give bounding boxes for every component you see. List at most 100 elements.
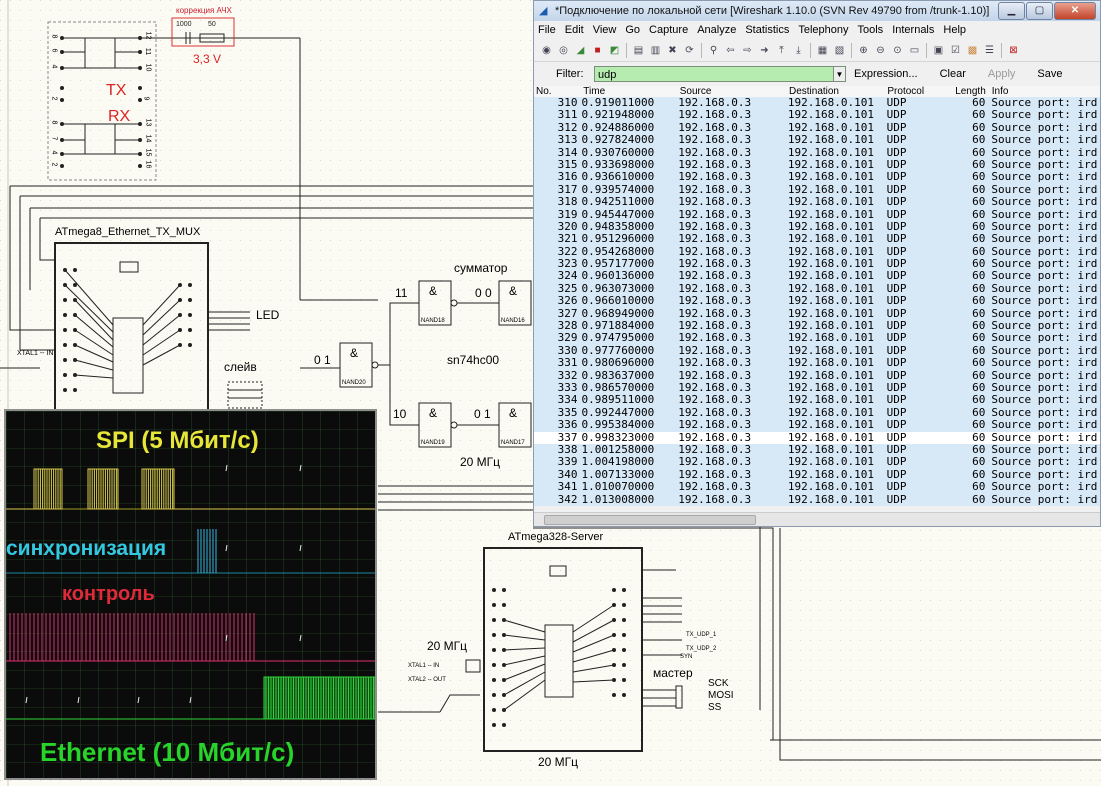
capture-filters-icon[interactable]: ▣	[932, 44, 945, 57]
options-icon[interactable]: ◎	[557, 44, 570, 57]
scrollbar-thumb[interactable]	[544, 515, 756, 525]
filter-dropdown-icon[interactable]: ▼	[834, 66, 846, 82]
table-row[interactable]: 3411.010070000192.168.0.3192.168.0.101UD…	[534, 481, 1100, 493]
mcu1-title: ATmega8_Ethernet_TX_MUX	[55, 226, 200, 238]
table-row[interactable]: 3370.998323000192.168.0.3192.168.0.101UD…	[534, 432, 1100, 444]
start-capture-icon[interactable]: ◢	[574, 44, 587, 57]
packet-time: 0.980696000	[577, 357, 676, 369]
close-button[interactable]: ✕	[1054, 2, 1096, 20]
packet-time: 0.957177000	[577, 258, 676, 270]
packet-source: 192.168.0.3	[676, 444, 786, 456]
table-row[interactable]: 3300.977760000192.168.0.3192.168.0.101UD…	[534, 345, 1100, 357]
table-row[interactable]: 3250.963073000192.168.0.3192.168.0.101UD…	[534, 283, 1100, 295]
display-filters-icon[interactable]: ☑	[949, 44, 962, 57]
go-to-packet-icon[interactable]: ➜	[758, 44, 771, 57]
find-packet-icon[interactable]: ⚲	[707, 44, 720, 57]
save-button[interactable]: Save	[1037, 68, 1062, 80]
table-row[interactable]: 3391.004198000192.168.0.3192.168.0.101UD…	[534, 456, 1100, 468]
table-row[interactable]: 3381.001258000192.168.0.3192.168.0.101UD…	[534, 444, 1100, 456]
table-row[interactable]: 3100.919011000192.168.0.3192.168.0.101UD…	[534, 97, 1100, 109]
packet-no: 319	[534, 209, 577, 221]
stop-capture-icon[interactable]: ■	[591, 44, 604, 57]
table-row[interactable]: 3220.954268000192.168.0.3192.168.0.101UD…	[534, 246, 1100, 258]
apply-button[interactable]: Apply	[988, 68, 1016, 80]
table-row[interactable]: 3160.936610000192.168.0.3192.168.0.101UD…	[534, 171, 1100, 183]
interfaces-icon[interactable]: ◉	[540, 44, 553, 57]
close-file-icon[interactable]: ✖	[666, 44, 679, 57]
zoom-in-icon[interactable]: ⊕	[857, 44, 870, 57]
packet-destination: 192.168.0.101	[786, 258, 885, 270]
table-row[interactable]: 3180.942511000192.168.0.3192.168.0.101UD…	[534, 196, 1100, 208]
table-row[interactable]: 3260.966010000192.168.0.3192.168.0.101UD…	[534, 295, 1100, 307]
menu-statistics[interactable]: Statistics	[745, 24, 789, 36]
menu-file[interactable]: File	[538, 24, 556, 36]
maximize-button[interactable]: ▢	[1026, 2, 1053, 20]
table-row[interactable]: 3120.924886000192.168.0.3192.168.0.101UD…	[534, 122, 1100, 134]
table-row[interactable]: 3130.927824000192.168.0.3192.168.0.101UD…	[534, 134, 1100, 146]
zoom-out-icon[interactable]: ⊖	[874, 44, 887, 57]
table-row[interactable]: 3280.971884000192.168.0.3192.168.0.101UD…	[534, 320, 1100, 332]
table-row[interactable]: 3340.989511000192.168.0.3192.168.0.101UD…	[534, 394, 1100, 406]
packet-time: 0.998323000	[577, 432, 676, 444]
table-row[interactable]: 3290.974795000192.168.0.3192.168.0.101UD…	[534, 332, 1100, 344]
zoom-normal-icon[interactable]: ⊙	[891, 44, 904, 57]
packet-source: 192.168.0.3	[676, 357, 786, 369]
menu-telephony[interactable]: Telephony	[798, 24, 848, 36]
menu-internals[interactable]: Internals	[892, 24, 934, 36]
table-row[interactable]: 3320.983637000192.168.0.3192.168.0.101UD…	[534, 370, 1100, 382]
table-row[interactable]: 3230.957177000192.168.0.3192.168.0.101UD…	[534, 258, 1100, 270]
table-row[interactable]: 3270.968949000192.168.0.3192.168.0.101UD…	[534, 308, 1100, 320]
packet-no: 316	[534, 171, 577, 183]
title-bar[interactable]: ◢ *Подключение по локальной сети [Wiresh…	[534, 1, 1100, 21]
packet-info: Source port: ird	[985, 481, 1100, 493]
packet-no: 335	[534, 407, 577, 419]
table-row[interactable]: 3170.939574000192.168.0.3192.168.0.101UD…	[534, 184, 1100, 196]
menu-go[interactable]: Go	[625, 24, 640, 36]
packet-protocol: UDP	[885, 196, 946, 208]
filter-input[interactable]: udp	[594, 66, 834, 82]
open-file-icon[interactable]: ▤	[632, 44, 645, 57]
preferences-icon[interactable]: ☰	[983, 44, 996, 57]
menu-tools[interactable]: Tools	[858, 24, 884, 36]
go-back-icon[interactable]: ⇦	[724, 44, 737, 57]
table-row[interactable]: 3310.980696000192.168.0.3192.168.0.101UD…	[534, 357, 1100, 369]
wireshark-window[interactable]: ◢ *Подключение по локальной сети [Wiresh…	[533, 0, 1101, 527]
table-row[interactable]: 3200.948358000192.168.0.3192.168.0.101UD…	[534, 221, 1100, 233]
clear-button[interactable]: Clear	[940, 68, 966, 80]
table-row[interactable]: 3110.921948000192.168.0.3192.168.0.101UD…	[534, 109, 1100, 121]
menu-capture[interactable]: Capture	[649, 24, 688, 36]
table-row[interactable]: 3150.933698000192.168.0.3192.168.0.101UD…	[534, 159, 1100, 171]
table-row[interactable]: 3421.013008000192.168.0.3192.168.0.101UD…	[534, 494, 1100, 506]
help-icon[interactable]: ⊠	[1007, 44, 1020, 57]
resize-columns-icon[interactable]: ▭	[908, 44, 921, 57]
go-forward-icon[interactable]: ⇨	[741, 44, 754, 57]
go-last-icon[interactable]: ⤓	[792, 44, 805, 57]
menu-edit[interactable]: Edit	[565, 24, 584, 36]
go-first-icon[interactable]: ⤒	[775, 44, 788, 57]
packet-protocol: UDP	[885, 184, 946, 196]
horizontal-scrollbar[interactable]	[534, 512, 1100, 526]
table-row[interactable]: 3350.992447000192.168.0.3192.168.0.101UD…	[534, 407, 1100, 419]
table-row[interactable]: 3140.930760000192.168.0.3192.168.0.101UD…	[534, 147, 1100, 159]
save-file-icon[interactable]: ▥	[649, 44, 662, 57]
expression-button[interactable]: Expression...	[854, 68, 918, 80]
packet-info: Source port: ird	[985, 295, 1100, 307]
table-row[interactable]: 3190.945447000192.168.0.3192.168.0.101UD…	[534, 209, 1100, 221]
menu-help[interactable]: Help	[943, 24, 966, 36]
coloring-rules-icon[interactable]: ▩	[966, 44, 979, 57]
packet-info: Source port: ird	[985, 444, 1100, 456]
packet-info: Source port: ird	[985, 407, 1100, 419]
table-row[interactable]: 3360.995384000192.168.0.3192.168.0.101UD…	[534, 419, 1100, 431]
minimize-button[interactable]: ▁	[998, 2, 1025, 20]
menu-analyze[interactable]: Analyze	[697, 24, 736, 36]
colorize-icon[interactable]: ▦	[816, 44, 829, 57]
table-row[interactable]: 3330.986570000192.168.0.3192.168.0.101UD…	[534, 382, 1100, 394]
packet-list[interactable]: 3100.919011000192.168.0.3192.168.0.101UD…	[534, 97, 1100, 515]
table-row[interactable]: 3401.007133000192.168.0.3192.168.0.101UD…	[534, 469, 1100, 481]
restart-capture-icon[interactable]: ◩	[608, 44, 621, 57]
menu-view[interactable]: View	[593, 24, 617, 36]
reload-icon[interactable]: ⟳	[683, 44, 696, 57]
auto-scroll-icon[interactable]: ▧	[833, 44, 846, 57]
table-row[interactable]: 3210.951296000192.168.0.3192.168.0.101UD…	[534, 233, 1100, 245]
table-row[interactable]: 3240.960136000192.168.0.3192.168.0.101UD…	[534, 270, 1100, 282]
